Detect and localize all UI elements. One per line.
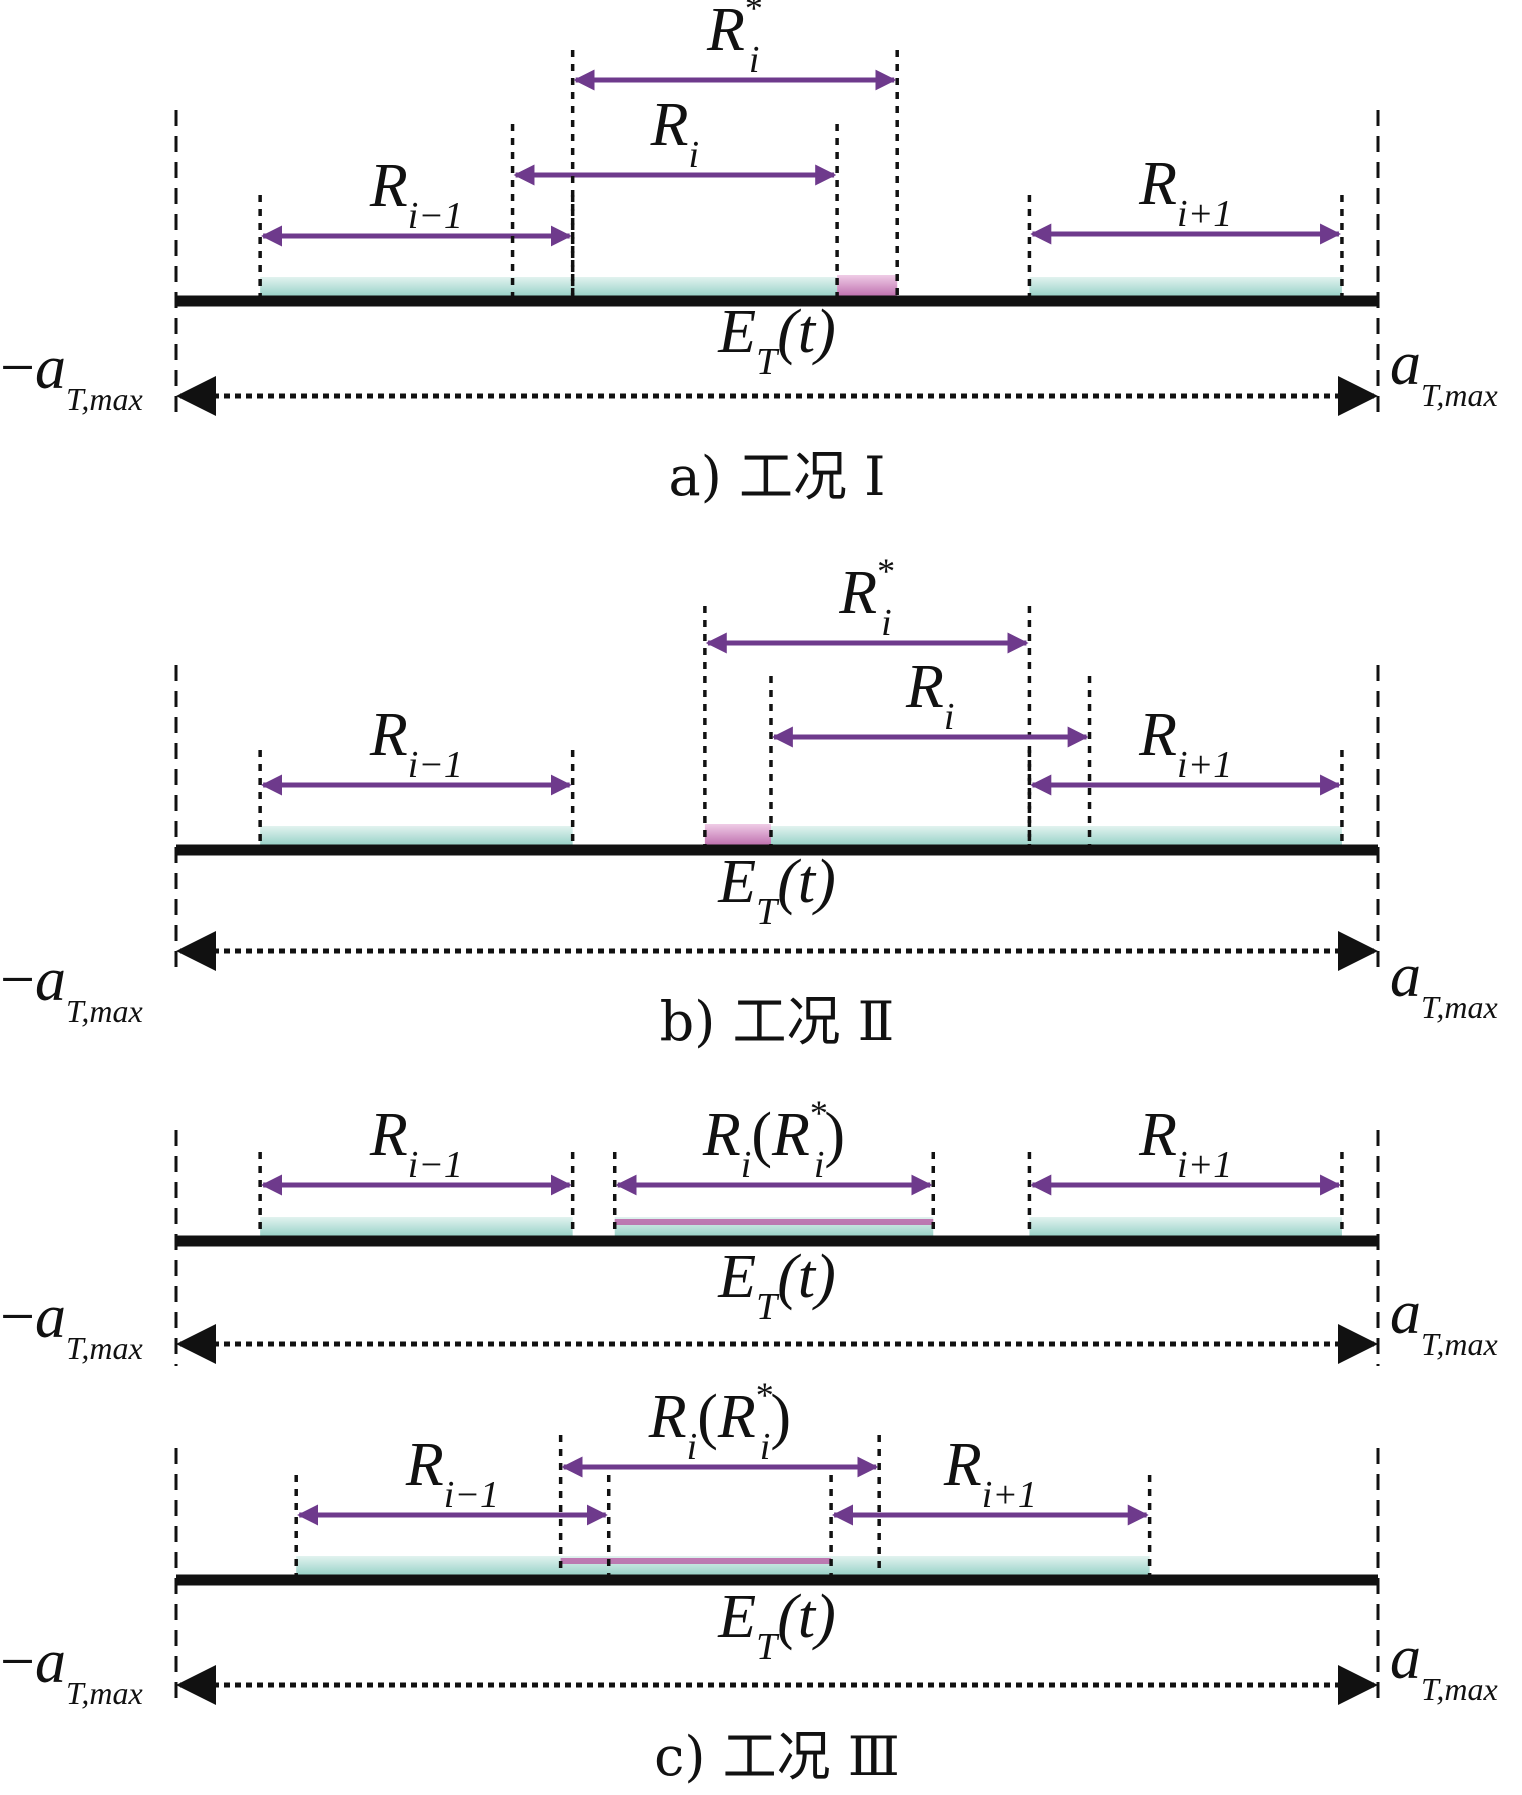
lower-bound-label: −aT,max — [0, 334, 143, 417]
panel-c1: Ri−1 Ri(R*i) Ri+1ET(t) −aT,max aT,max — [0, 1093, 1498, 1366]
label-range_cur: Ri — [650, 91, 699, 176]
envelope-label: ET(t) — [717, 848, 836, 933]
svg-text:Ri+1: Ri+1 — [1138, 150, 1232, 235]
shift-segment — [704, 824, 771, 848]
panel-c2: Ri−1 Ri(R*i) Ri+1ET(t) −aT,max aT,max c) 工况 Ⅲ — [0, 1375, 1498, 1788]
label-range_prev: Ri−1 — [369, 152, 463, 237]
band-range_prev — [260, 826, 573, 848]
band-range_cur — [770, 826, 1090, 848]
band-range_prev — [260, 1217, 573, 1239]
label-range_cur_star: R*i — [706, 0, 763, 81]
upper-bound-label: aT,max — [1390, 330, 1498, 413]
envelope-label: ET(t) — [717, 1243, 836, 1328]
band-range_cur — [512, 277, 838, 299]
lower-bound-label: −aT,max — [0, 946, 143, 1029]
shift-segment — [837, 275, 898, 299]
band-range_next — [831, 1556, 1150, 1578]
label-range_prev: Ri−1 — [405, 1431, 499, 1516]
upper-bound-label: aT,max — [1390, 1624, 1498, 1707]
caption-b: b) 工况 Ⅱ — [660, 990, 895, 1053]
shifted-range-line — [560, 1558, 880, 1564]
svg-text:Ri(R*i): Ri(R*i) — [702, 1093, 845, 1186]
lower-bound-label: −aT,max — [0, 1283, 143, 1366]
svg-text:R*i: R*i — [838, 551, 895, 644]
caption-c2: c) 工况 Ⅲ — [654, 1725, 900, 1788]
shifted-range-line — [614, 1219, 934, 1225]
label-range_cur: Ri — [905, 653, 954, 738]
band-range_next — [1029, 1217, 1342, 1239]
svg-text:Ri(R*i): Ri(R*i) — [648, 1375, 791, 1468]
svg-text:Ri+1: Ri+1 — [1138, 701, 1232, 786]
envelope-label: ET(t) — [717, 298, 836, 383]
upper-bound-label: aT,max — [1390, 1279, 1498, 1362]
lower-bound-label: −aT,max — [0, 1628, 143, 1711]
svg-text:Ri−1: Ri−1 — [405, 1431, 499, 1516]
band-range_next — [1029, 826, 1342, 848]
label-range_next: Ri+1 — [1138, 1101, 1232, 1186]
panel-a: Ri−1 RiR*iRi+1ET(t) −aT,max aT,max a) 工况 Ⅰ — [0, 0, 1498, 508]
band-range_prev — [260, 277, 573, 299]
label-range_cur_star: R*i — [838, 551, 895, 644]
caption-a: a) 工况 Ⅰ — [669, 445, 886, 508]
band-range_next — [1029, 277, 1342, 299]
svg-text:Ri: Ri — [905, 653, 954, 738]
label-range_prev: Ri−1 — [369, 1101, 463, 1186]
svg-text:Ri−1: Ri−1 — [369, 1101, 463, 1186]
band-range_prev — [296, 1556, 609, 1578]
label-range_next: Ri+1 — [943, 1431, 1037, 1516]
label-range_next: Ri+1 — [1138, 701, 1232, 786]
svg-text:Ri+1: Ri+1 — [1138, 1101, 1232, 1186]
svg-text:Ri−1: Ri−1 — [369, 701, 463, 786]
svg-text:Ri: Ri — [650, 91, 699, 176]
label-range_prev: Ri−1 — [369, 701, 463, 786]
upper-bound-label: aT,max — [1390, 942, 1498, 1025]
svg-text:Ri−1: Ri−1 — [369, 152, 463, 237]
label-range_cur_combined: Ri(R*i) — [648, 1375, 791, 1468]
label-range_next: Ri+1 — [1138, 150, 1232, 235]
label-range_cur_combined: Ri(R*i) — [702, 1093, 845, 1186]
envelope-label: ET(t) — [717, 1583, 836, 1668]
svg-text:Ri+1: Ri+1 — [943, 1431, 1037, 1516]
svg-text:R*i: R*i — [706, 0, 763, 81]
